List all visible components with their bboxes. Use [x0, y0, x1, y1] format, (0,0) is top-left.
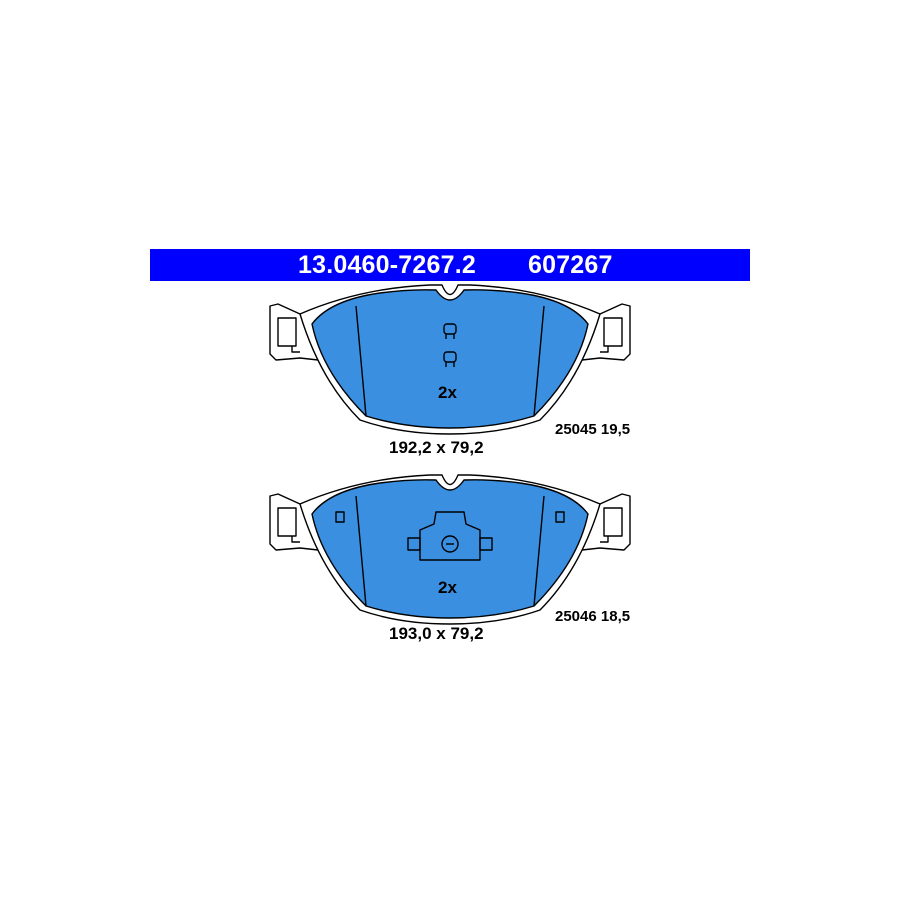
pad-2-left-ear-detail [277, 507, 300, 543]
part-number: 13.0460-7267.2 [298, 251, 476, 279]
pad-2-sensor-clip [407, 511, 493, 561]
pad-1-chamfer-left [355, 305, 367, 417]
pad-2-dimensions: 193,0 x 79,2 [389, 624, 484, 643]
pad-2-mark-right [555, 511, 565, 523]
pad-2-friction-material [311, 479, 589, 619]
pad-1-dimensions: 192,2 x 79,2 [389, 438, 484, 457]
header-bar: 13.0460-7267.2 607267 [150, 249, 750, 281]
pad-1-chamfer-right [533, 305, 545, 417]
pad-1-right-ear-detail [600, 317, 623, 353]
pad-2-chamfer-left [355, 495, 367, 607]
pad-1-wear-indicator-2 [443, 351, 457, 367]
pad-2-code: 25046 18,5 [555, 608, 631, 625]
pad-1-quantity: 2x [438, 383, 457, 402]
pad-1-code: 25045 19,5 [555, 421, 631, 438]
pad-1-left-ear-detail [277, 317, 300, 353]
pad-1-wear-indicator-1 [443, 323, 457, 339]
reference-number: 607267 [528, 251, 613, 279]
pad-2-mark-left [335, 511, 345, 523]
pad-1-friction-material [311, 289, 589, 429]
brake-pad-1 [269, 284, 631, 435]
pad-2-quantity: 2x [438, 578, 457, 597]
brake-pad-2 [269, 474, 631, 625]
pad-2-right-ear-detail [600, 507, 623, 543]
pad-2-chamfer-right [533, 495, 545, 607]
